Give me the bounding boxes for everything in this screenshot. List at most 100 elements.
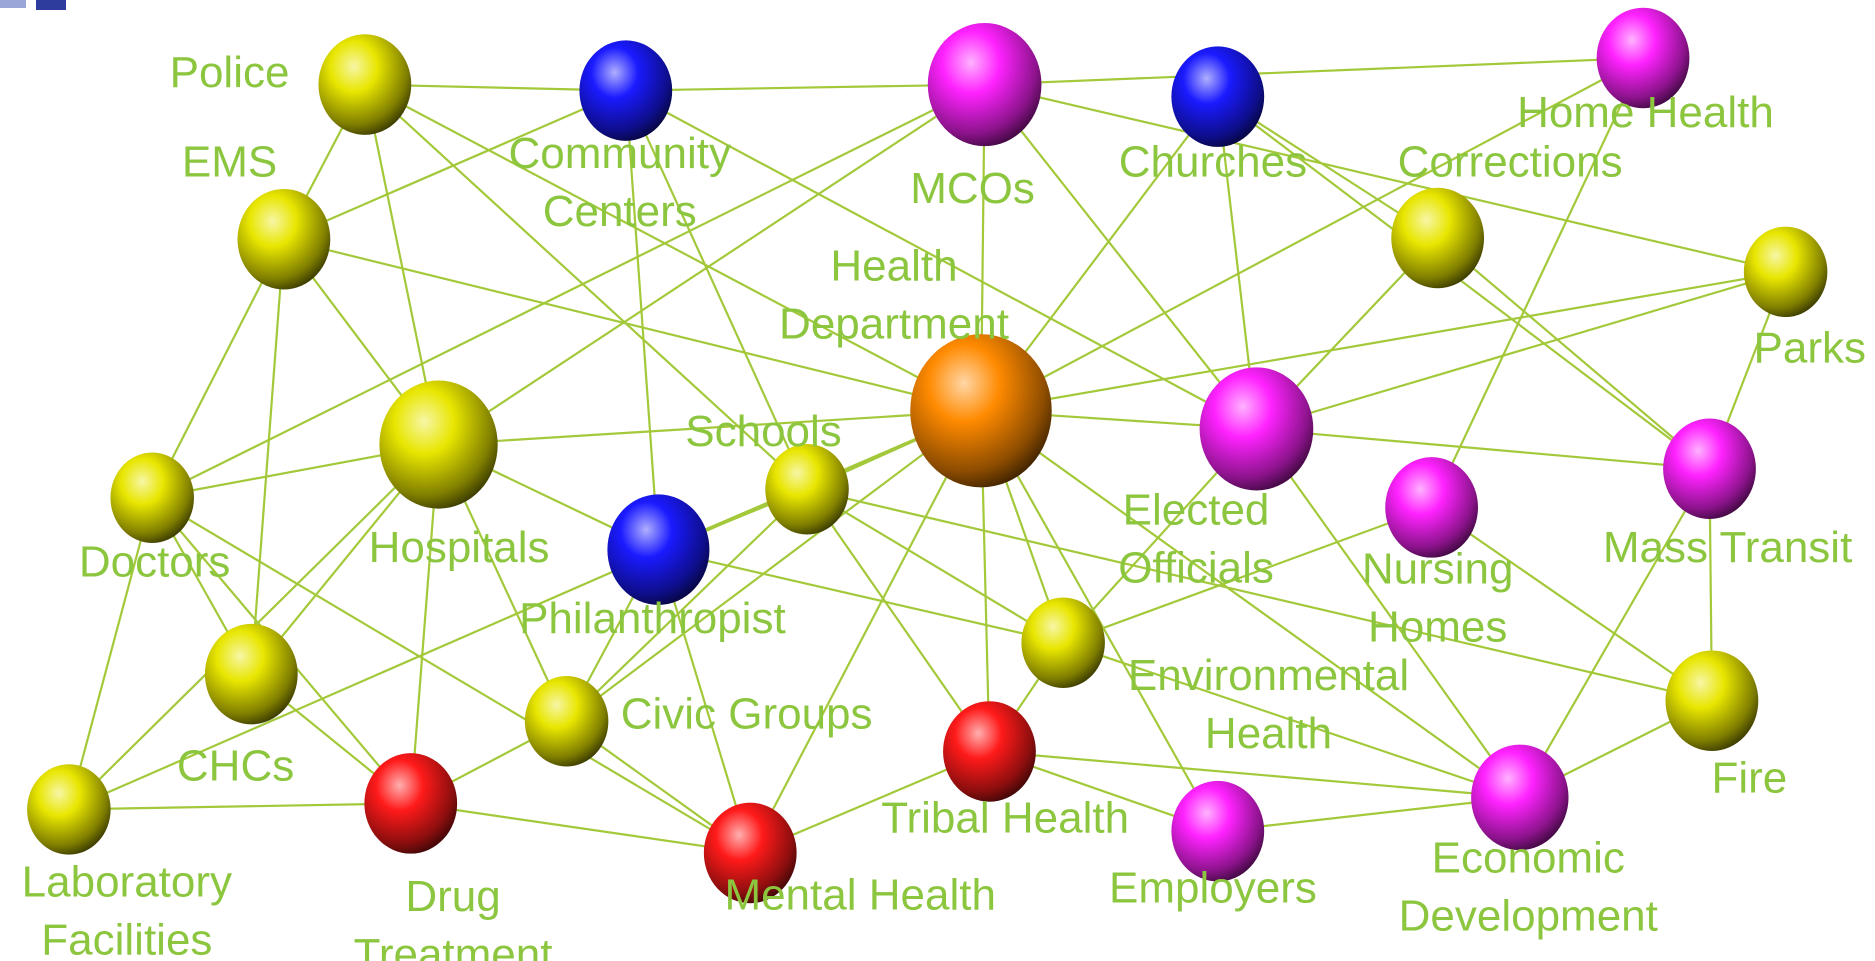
node-tribal-health-label: Tribal Health [881, 793, 1129, 842]
node-police-label: Police [170, 48, 290, 97]
node-corrections-label: Corrections [1398, 137, 1623, 186]
edge-corrections-mass-transit [1436, 237, 1711, 470]
node-environmental-health-sphere [1021, 597, 1105, 688]
node-mass-transit-label: Mass Transit [1603, 523, 1852, 572]
edge-elected-officials-economic-development [1255, 428, 1521, 798]
edge-home-health-health-department [980, 57, 1644, 412]
node-mass-transit-sphere [1663, 418, 1756, 520]
node-philanthropist-label: Philanthropist [519, 594, 786, 643]
edge-health-department-economic-development [980, 409, 1521, 799]
edge-schools-environmental-health [806, 488, 1064, 644]
edge-mass-transit-economic-development [1518, 468, 1711, 798]
edge-mcos-hospitals [437, 83, 986, 446]
node-mcos-sphere [927, 23, 1042, 147]
edge-health-department-mental-health [749, 410, 982, 854]
node-health-department-label-line-1: Health [830, 241, 957, 290]
edge-laboratory-facilities-drug-treatment [68, 802, 411, 811]
edge-philanthropist-environmental-health [658, 548, 1064, 644]
node-philanthropist-sphere [607, 494, 710, 605]
node-environmental-health-label-line-1: Environmental [1128, 651, 1409, 700]
node-fire-sphere [1665, 650, 1759, 751]
node-fire-label: Fire [1711, 754, 1787, 803]
node-elected-officials-sphere [1199, 367, 1314, 491]
node-economic-development-sphere [1471, 744, 1569, 851]
edge-ems-chcs [250, 239, 286, 675]
edge-ems-health-department [283, 238, 982, 412]
edge-doctors-mental-health [151, 496, 751, 854]
slide-corner-mark [0, 0, 66, 10]
node-hospitals-label: Hospitals [369, 523, 550, 572]
node-health-department-sphere [910, 334, 1052, 488]
node-doctors-sphere [110, 452, 194, 543]
node-mcos-label: MCOs [910, 164, 1035, 213]
edge-community-centers-philanthropist [624, 90, 660, 550]
node-mental-health-sphere [703, 802, 797, 904]
edge-doctors-laboratory-facilities [67, 497, 154, 810]
node-laboratory-facilities-label-line-2: Facilities [41, 915, 212, 961]
node-drug-treatment-label-line-1: Drug [405, 872, 500, 921]
node-tribal-health-sphere [943, 701, 1036, 802]
edge-health-department-civic-groups [565, 409, 982, 723]
node-parks-label: Parks [1754, 323, 1866, 372]
node-community-centers-label-line-1: Community [509, 129, 732, 178]
edge-drug-treatment-mental-health [410, 802, 751, 855]
edge-community-centers-elected-officials [625, 89, 1257, 430]
node-health-department-label-line-2: Department [779, 299, 1009, 348]
edge-parks-health-department [980, 270, 1786, 412]
node-nursing-homes-label-line-1: Nursing [1362, 545, 1514, 594]
node-churches-label: Churches [1119, 137, 1307, 186]
node-drug-treatment-sphere [364, 753, 458, 854]
node-elected-officials-label-line-2: Officials [1118, 543, 1274, 592]
node-home-health-sphere [1596, 7, 1690, 109]
node-corrections-sphere [1391, 187, 1485, 289]
node-mental-health-label: Mental Health [724, 871, 995, 920]
node-economic-development-label-line-1: Economic [1432, 833, 1625, 882]
node-nursing-homes-sphere [1385, 457, 1479, 558]
node-employers-label: Employers [1109, 863, 1317, 912]
node-doctors-label: Doctors [79, 537, 231, 586]
edge-parks-mcos [984, 83, 1786, 273]
edge-health-department-hospitals [438, 409, 982, 446]
node-drug-treatment-label-line-2: Treatment [354, 930, 553, 961]
node-civic-groups-label: Civic Groups [621, 689, 873, 738]
node-economic-development-label-line-2: Development [1399, 891, 1658, 940]
node-churches-sphere [1171, 46, 1265, 147]
edge-police-health-department [364, 83, 982, 412]
edge-parks-elected-officials [1256, 270, 1786, 430]
node-schools-label: Schools [685, 407, 842, 456]
edge-police-schools [364, 83, 808, 491]
edge-community-centers-mcos [625, 83, 985, 92]
edge-environmental-health-economic-development [1062, 641, 1521, 799]
node-elected-officials-label-line-1: Elected [1123, 485, 1270, 534]
node-civic-groups-sphere [524, 676, 609, 767]
edge-elected-officials-mass-transit [1256, 427, 1710, 470]
edge-mcos-home-health [984, 56, 1644, 86]
node-community-centers-sphere [579, 40, 673, 141]
edge-community-centers-ems [283, 89, 627, 241]
node-laboratory-facilities-sphere [27, 764, 111, 855]
edge-employers-economic-development [1217, 796, 1520, 833]
node-nursing-homes-label-line-2: Homes [1368, 603, 1507, 652]
edge-schools-fire [806, 488, 1713, 702]
node-employers-sphere [1171, 780, 1265, 882]
edge-tribal-health-economic-development [989, 750, 1520, 799]
nodes-layer [27, 7, 1828, 904]
edge-home-health-nursing-homes [1430, 57, 1645, 508]
node-chcs-label: CHCs [177, 741, 294, 790]
node-chcs-sphere [204, 623, 298, 725]
node-schools-sphere [765, 444, 849, 535]
node-parks-sphere [1743, 226, 1828, 318]
edge-schools-civic-groups [565, 488, 808, 723]
node-ems-sphere [237, 188, 331, 290]
edge-schools-tribal-health [806, 488, 991, 753]
node-environmental-health-label-line-2: Health [1205, 709, 1332, 758]
edge-mcos-doctors [151, 83, 986, 499]
node-home-health-label: Home Health [1517, 88, 1774, 137]
node-hospitals-sphere [379, 380, 498, 509]
node-community-centers-label-line-2: Centers [543, 187, 697, 236]
node-ems-label: EMS [182, 137, 277, 186]
edge-nursing-homes-environmental-health [1062, 506, 1432, 644]
node-police-sphere [318, 34, 412, 135]
